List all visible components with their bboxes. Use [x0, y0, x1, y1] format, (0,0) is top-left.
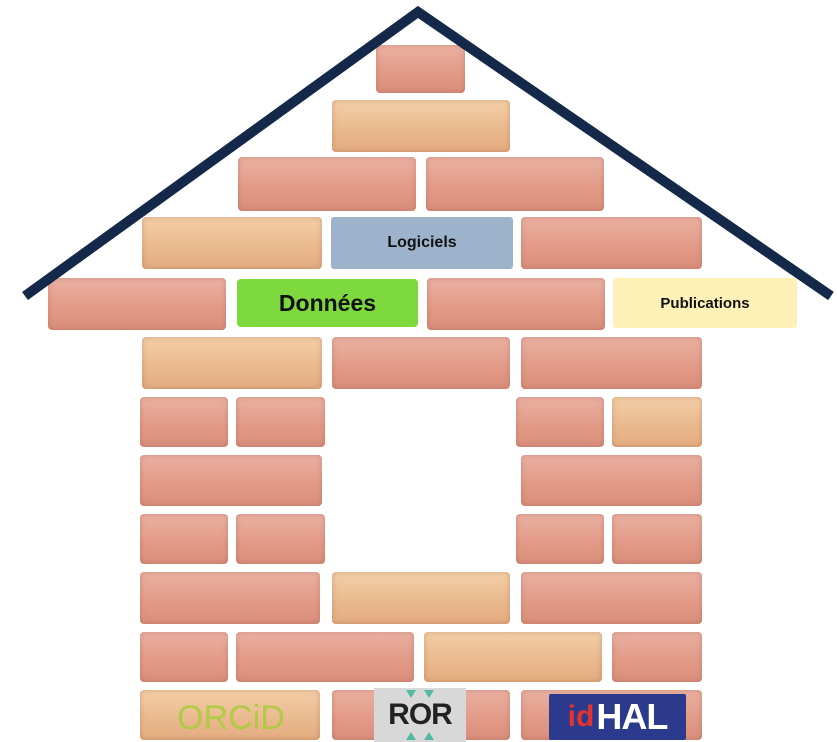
brick [332, 337, 510, 389]
orcid-logo-text: ORCiD [177, 698, 285, 737]
ror-logo-text: ROR [388, 698, 453, 731]
brick [140, 455, 322, 506]
brick [140, 572, 320, 624]
idhal-logo: id HAL [549, 694, 686, 740]
brick [332, 100, 510, 152]
brick [612, 514, 702, 564]
logiciels-label: Logiciels [331, 217, 513, 269]
brick [612, 632, 702, 682]
brick [142, 337, 322, 389]
brick [332, 572, 510, 624]
brick [238, 157, 416, 211]
brick [612, 397, 702, 447]
brick [521, 572, 702, 624]
ror-logo: ROR [374, 688, 466, 742]
brick [236, 397, 325, 447]
brick [140, 514, 228, 564]
brick [521, 217, 702, 269]
brick [521, 455, 702, 506]
donnees-label: Données [237, 279, 418, 327]
brick [516, 397, 604, 447]
orcid-logo: ORCiD [146, 698, 316, 738]
ror-chevrons-icon [406, 690, 434, 740]
brick [521, 337, 702, 389]
brick [516, 514, 604, 564]
idhal-main-text: HAL [596, 696, 668, 737]
brick [427, 278, 605, 330]
brick [376, 45, 465, 93]
brick [140, 397, 228, 447]
brick [236, 514, 325, 564]
brick [48, 278, 226, 330]
brick [140, 690, 320, 740]
brick [424, 632, 602, 682]
idhal-prefix-text: id [567, 700, 595, 733]
brick [236, 632, 414, 682]
brick [426, 157, 604, 211]
brick [140, 632, 228, 682]
publications-label: Publications [613, 278, 797, 328]
brick [142, 217, 322, 269]
